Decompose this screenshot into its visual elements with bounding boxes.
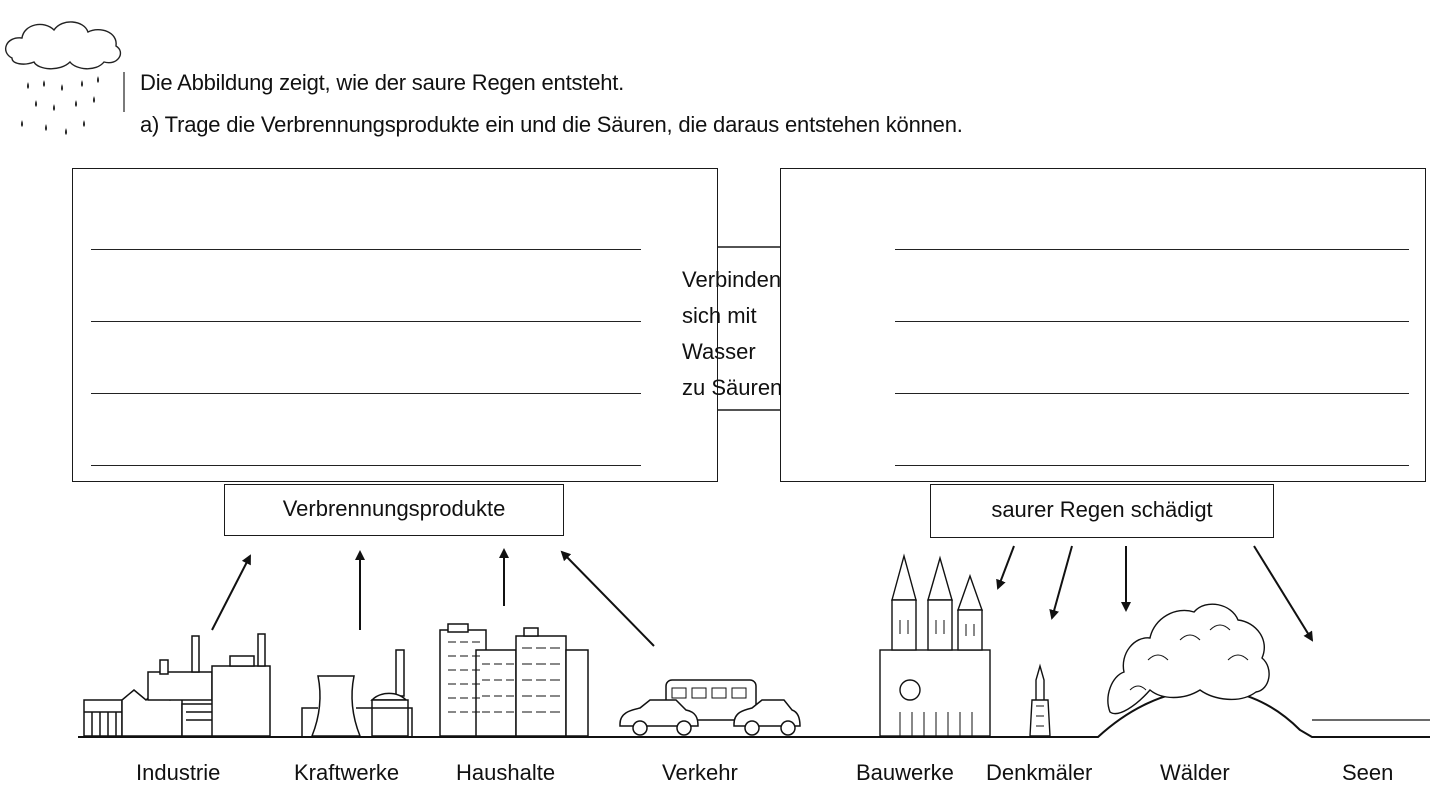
houses-icon [439, 623, 589, 737]
answer-line[interactable] [91, 393, 641, 394]
answer-box-left [72, 168, 718, 482]
answer-line[interactable] [895, 465, 1409, 466]
rain-cloud-icon [4, 21, 122, 135]
caption-haushalte: Haushalte [456, 760, 556, 785]
answer-line[interactable] [895, 249, 1409, 250]
label-verbrennungsprodukte: Verbrennungsprodukte [282, 496, 506, 521]
answer-line[interactable] [91, 321, 641, 322]
arrow-text: Verbinden sich mit Wasser zu Säuren [682, 262, 782, 406]
caption-industrie: Industrie [136, 760, 221, 785]
vehicles-icon [619, 679, 801, 736]
answer-box-right [780, 168, 1426, 482]
caption-bauwerke: Bauwerke [856, 760, 954, 785]
instruction-line-1: Die Abbildung zeigt, wie der saure Regen… [140, 70, 625, 95]
arrow-text-line: Wasser [682, 339, 756, 364]
caption-denkmaeler: Denkmäler [986, 760, 1093, 785]
arrow-text-line: zu Säuren [682, 375, 783, 400]
label-box-right: saurer Regen schädigt [930, 484, 1274, 538]
caption-seen: Seen [1342, 760, 1394, 785]
answer-line[interactable] [91, 465, 641, 466]
label-box-left: Verbrennungsprodukte [224, 484, 564, 536]
arrow-text-line: Verbinden [682, 267, 782, 292]
factory-icon [83, 633, 271, 737]
monument-icon [1029, 663, 1051, 737]
caption-waelder: Wälder [1160, 760, 1230, 785]
forest-icon [1107, 603, 1270, 715]
label-saurer-regen: saurer Regen schädigt [991, 497, 1213, 522]
cathedral-icon [879, 553, 991, 737]
arrow-text-line: sich mit [682, 303, 757, 328]
caption-kraftwerke: Kraftwerke [294, 760, 400, 785]
power-plant-icon [301, 649, 413, 737]
answer-line[interactable] [91, 249, 641, 250]
instruction-line-2: a) Trage die Verbrennungsprodukte ein un… [140, 112, 963, 137]
answer-line[interactable] [895, 393, 1409, 394]
caption-verkehr: Verkehr [662, 760, 738, 785]
answer-line[interactable] [895, 321, 1409, 322]
